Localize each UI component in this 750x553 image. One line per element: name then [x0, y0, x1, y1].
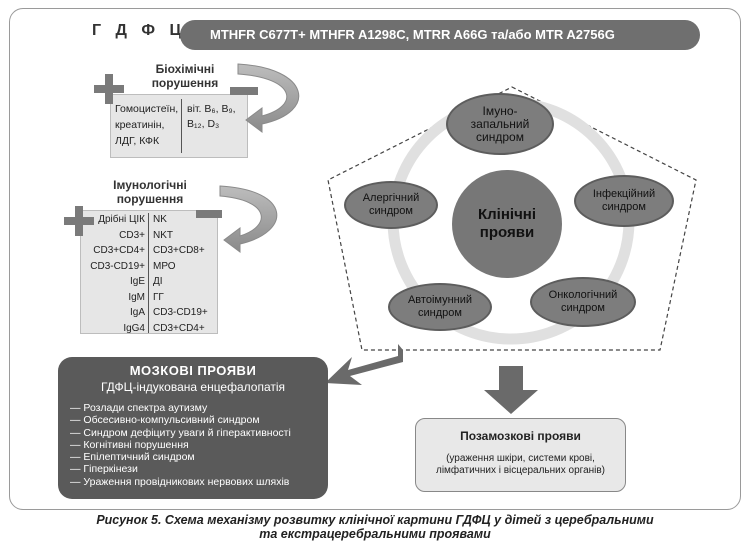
pentagon-outline: [327, 86, 697, 351]
immuno-item: ГГ: [153, 291, 164, 303]
minus-icon: [230, 87, 258, 95]
immuno-title-line1: Імунологічні: [113, 178, 187, 192]
brain-list-item: Розлади спектра аутизму: [70, 402, 328, 414]
syndrome-label: Алергічний: [362, 192, 420, 204]
syndrome-label: запальний: [470, 116, 530, 131]
immuno-item: IgE: [129, 276, 145, 287]
arrow-down-icon: [484, 366, 538, 414]
immuno-title: Імунологічні порушення: [95, 178, 205, 206]
caption-line1: Рисунок 5. Схема механізму розвитку клін…: [96, 513, 654, 527]
syndrome-label: Імуно-: [482, 103, 518, 118]
immuno-item: CD3+CD4+: [93, 245, 145, 256]
immuno-right-col: NK NKT CD3+CD8+ МРО ДІ ГГ CD3-CD19+ CD3+…: [153, 212, 217, 336]
brain-list-item: Когнітивні порушення: [70, 439, 328, 451]
clinical-center-line2: прояви: [479, 224, 535, 241]
brain-subtitle: ГДФЦ-індукована енцефалопатія: [100, 380, 286, 394]
oncologic-syndrome: Онкологічний синдром: [530, 277, 636, 327]
immuno-item: NKT: [153, 229, 173, 241]
diagram-frame: [9, 8, 741, 510]
brain-manifestations-box: МОЗКОВІ ПРОЯВИ ГДФЦ-індукована енцефалоп…: [58, 357, 328, 499]
minus-icon: [196, 210, 222, 218]
brain-list-item: Ураження провідникових нервових шляхів: [70, 476, 328, 488]
clinical-center: Клінічні прояви: [452, 170, 562, 278]
immuno-inflammatory-syndrome: Імуно- запальний синдром: [446, 93, 554, 155]
immuno-divider: [148, 213, 149, 333]
biochem-item: креатинін,: [115, 119, 165, 131]
plus-icon-vertical: [75, 206, 83, 236]
caption-line2: та екстрацеребральними проявами: [259, 527, 491, 541]
brain-list: Розлади спектра аутизму Обсесивно-компул…: [70, 402, 328, 488]
biochem-right: віт. B₆, B₉, B₁₂, D₃: [187, 103, 247, 131]
extracerebral-desc-1: (ураження шкіри, системи крові,: [446, 453, 595, 464]
immuno-item: IgA: [129, 307, 145, 318]
immuno-title-line2: порушення: [116, 192, 184, 206]
biochem-title-line1: Біохімічні: [155, 62, 215, 76]
allergic-syndrome: Алергічний синдром: [344, 181, 438, 229]
biochem-item: ЛДГ, КФК: [115, 135, 160, 147]
biochem-vitamins-2: B₁₂, D₃: [187, 118, 220, 130]
brain-list-item: Синдром дефіциту уваги й гіперактивності: [70, 427, 328, 439]
extracerebral-box: Позамозкові прояви (ураження шкіри, сист…: [415, 418, 626, 492]
autoimmune-syndrome: Автоімунний синдром: [388, 283, 492, 331]
biochem-title-line2: порушення: [151, 76, 219, 90]
immuno-item: CD3+CD8+: [153, 245, 205, 256]
syndrome-label: синдром: [602, 201, 646, 213]
brain-title: МОЗКОВІ ПРОЯВИ: [129, 363, 257, 378]
immuno-item: ДІ: [153, 276, 163, 287]
immuno-item: CD3-CD19+: [90, 260, 145, 272]
infectious-syndrome: Інфекційний синдром: [574, 175, 674, 227]
biochem-vitamins-1: віт. B₆, B₉,: [187, 103, 236, 115]
brain-list-item: Обсесивно-компульсивний синдром: [70, 414, 328, 426]
clinical-center-line1: Клінічні: [477, 206, 536, 223]
biochem-left: Гомоцистеїн, креатинін, ЛДГ, КФК: [115, 103, 179, 148]
curved-arrow-icon: [237, 63, 300, 133]
immuno-item: IgM: [128, 291, 145, 303]
immuno-item: NK: [153, 214, 167, 225]
extracerebral-desc-2: лімфатичних і вісцеральних органів): [435, 465, 606, 476]
immuno-item: Дрібні ЦІК: [98, 214, 145, 225]
biochem-panel: Гомоцистеїн, креатинін, ЛДГ, КФК віт. B₆…: [110, 94, 248, 158]
immuno-left-col: Дрібні ЦІК CD3+ CD3+CD4+ CD3-CD19+ IgE I…: [83, 212, 145, 336]
gdfc-label: Г Д Ф Ц: [92, 22, 187, 39]
syndrome-label: синдром: [561, 302, 605, 314]
syndrome-label: Автоімунний: [407, 294, 473, 306]
plus-icon-vertical: [105, 74, 113, 104]
extracerebral-title: Позамозкові прояви: [460, 429, 581, 443]
immuno-item: CD3+CD4+: [153, 322, 205, 334]
brain-list-item: Епілептичний синдром: [70, 451, 328, 463]
arrow-left-icon: [325, 344, 403, 385]
biochem-item: Гомоцистеїн,: [115, 103, 179, 115]
genes-bar: MTHFR C677T+ MTHFR A1298C, MTRR A66G та/…: [180, 20, 700, 50]
immuno-panel: Дрібні ЦІК CD3+ CD3+CD4+ CD3-CD19+ IgE I…: [80, 210, 218, 334]
immuno-item: МРО: [153, 260, 176, 272]
curved-arrow-icon: [219, 185, 278, 253]
biochem-title: Біохімічні порушення: [130, 62, 240, 90]
syndrome-label: Онкологічний: [548, 289, 618, 301]
immuno-item: IgG4: [123, 322, 145, 334]
syndrome-label: синдром: [418, 307, 462, 319]
syndrome-label: синдром: [369, 205, 413, 217]
syndrome-label: Інфекційний: [592, 188, 656, 200]
biochem-divider: [181, 99, 182, 153]
immuno-item: CD3-CD19+: [153, 307, 208, 318]
figure-caption: Рисунок 5. Схема механізму розвитку клін…: [0, 513, 750, 541]
syndrome-label: синдром: [476, 129, 524, 144]
immuno-item: CD3+: [119, 229, 145, 241]
brain-list-item: Гіперкінези: [70, 463, 328, 475]
